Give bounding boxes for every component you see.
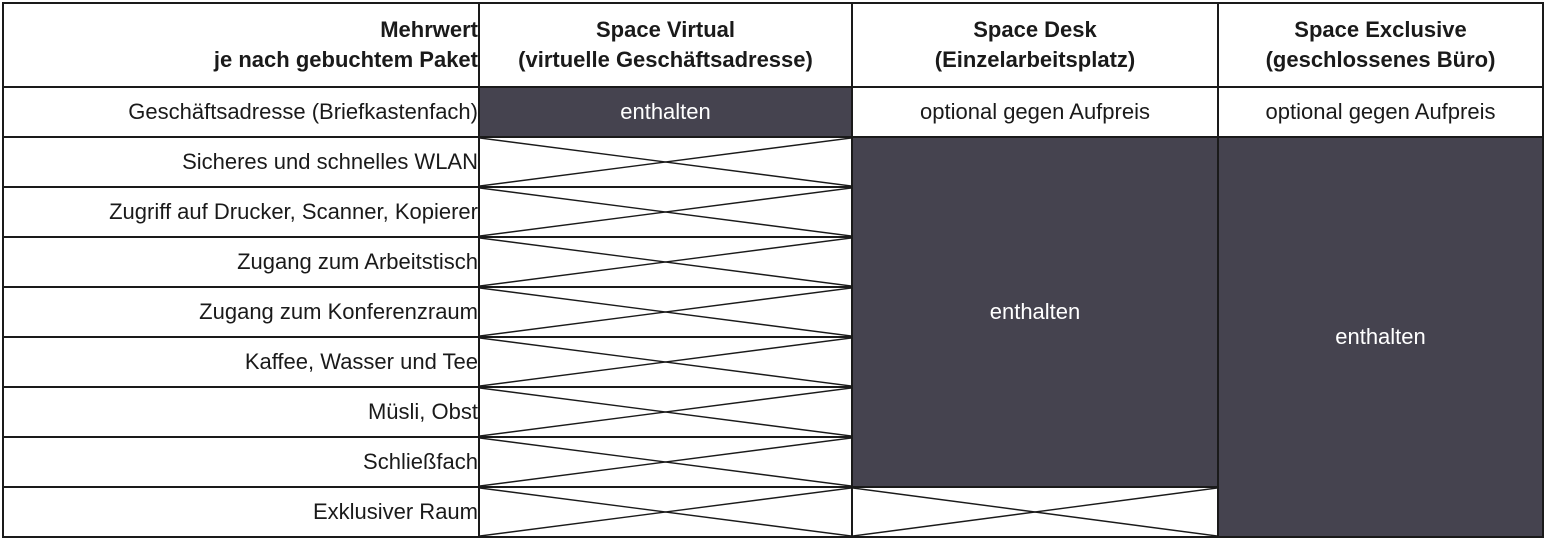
header-row: Mehrwert je nach gebuchtem Paket Space V… (2, 2, 1544, 88)
not-included-cell (478, 486, 853, 538)
package-name: Space Desk (973, 17, 1097, 42)
feature-label: Zugriff auf Drucker, Scanner, Kopierer (2, 186, 480, 238)
table-row: Geschäftsadresse (Briefkastenfach) entha… (2, 86, 1544, 138)
included-cell-merged: enthalten (1217, 136, 1544, 538)
feature-label: Sicheres und schnelles WLAN (2, 136, 480, 188)
package-description: (Einzelarbeitsplatz) (934, 47, 1136, 72)
included-cell-merged: enthalten (851, 136, 1219, 488)
package-name: Space Virtual (596, 17, 735, 42)
cross-icon (480, 488, 851, 536)
table-row: Zugang zum Arbeitstisch (2, 236, 1543, 288)
feature-label: Müsli, Obst (2, 386, 480, 438)
feature-label: Schließfach (2, 436, 480, 488)
optional-cell: optional gegen Aufpreis (1217, 86, 1544, 138)
cross-icon (480, 438, 851, 486)
table-row: Kaffee, Wasser und Tee (2, 336, 1543, 388)
table-row: Schließfach (2, 436, 1543, 488)
package-comparison-table: Mehrwert je nach gebuchtem Paket Space V… (2, 2, 1544, 538)
cross-icon (480, 338, 851, 386)
not-included-cell (478, 336, 853, 388)
table-row: Exklusiver Raum (2, 486, 1543, 538)
cross-icon (853, 488, 1217, 536)
optional-cell: optional gegen Aufpreis (851, 86, 1219, 138)
cross-icon (480, 188, 851, 236)
cross-icon (480, 388, 851, 436)
package-header-exclusive: Space Exclusive (geschlossenes Büro) (1217, 2, 1544, 88)
feature-label: Zugang zum Konferenzraum (2, 286, 480, 338)
table-row: Zugang zum Konferenzraum (2, 286, 1543, 338)
feature-label: Zugang zum Arbeitstisch (2, 236, 480, 288)
package-header-virtual: Space Virtual (virtuelle Geschäftsadress… (478, 2, 853, 88)
cross-icon (480, 288, 851, 336)
not-included-cell (478, 286, 853, 338)
package-header-desk: Space Desk (Einzelarbeitsplatz) (851, 2, 1219, 88)
not-included-cell (851, 486, 1219, 538)
feature-column-header: Mehrwert je nach gebuchtem Paket (2, 2, 480, 88)
feature-label: Kaffee, Wasser und Tee (2, 336, 480, 388)
cross-icon (480, 238, 851, 286)
table-row: Sicheres und schnelles WLAN enthalten en… (2, 136, 1544, 538)
header-line: je nach gebuchtem Paket (213, 47, 478, 72)
feature-label: Exklusiver Raum (2, 486, 480, 538)
not-included-cell (478, 386, 853, 438)
package-description: (geschlossenes Büro) (1265, 47, 1496, 72)
header-line: Mehrwert (380, 17, 478, 42)
table-row: Zugriff auf Drucker, Scanner, Kopierer (2, 186, 1543, 238)
not-included-cell (478, 186, 853, 238)
package-description: (virtuelle Geschäftsadresse) (518, 47, 813, 72)
not-included-cell (478, 436, 853, 488)
included-cell: enthalten (478, 86, 853, 138)
table-row: Müsli, Obst (2, 386, 1543, 438)
not-included-cell (478, 236, 853, 288)
cross-icon (480, 138, 851, 186)
feature-label: Geschäftsadresse (Briefkastenfach) (2, 86, 480, 138)
not-included-cell (478, 136, 853, 188)
package-name: Space Exclusive (1294, 17, 1467, 42)
